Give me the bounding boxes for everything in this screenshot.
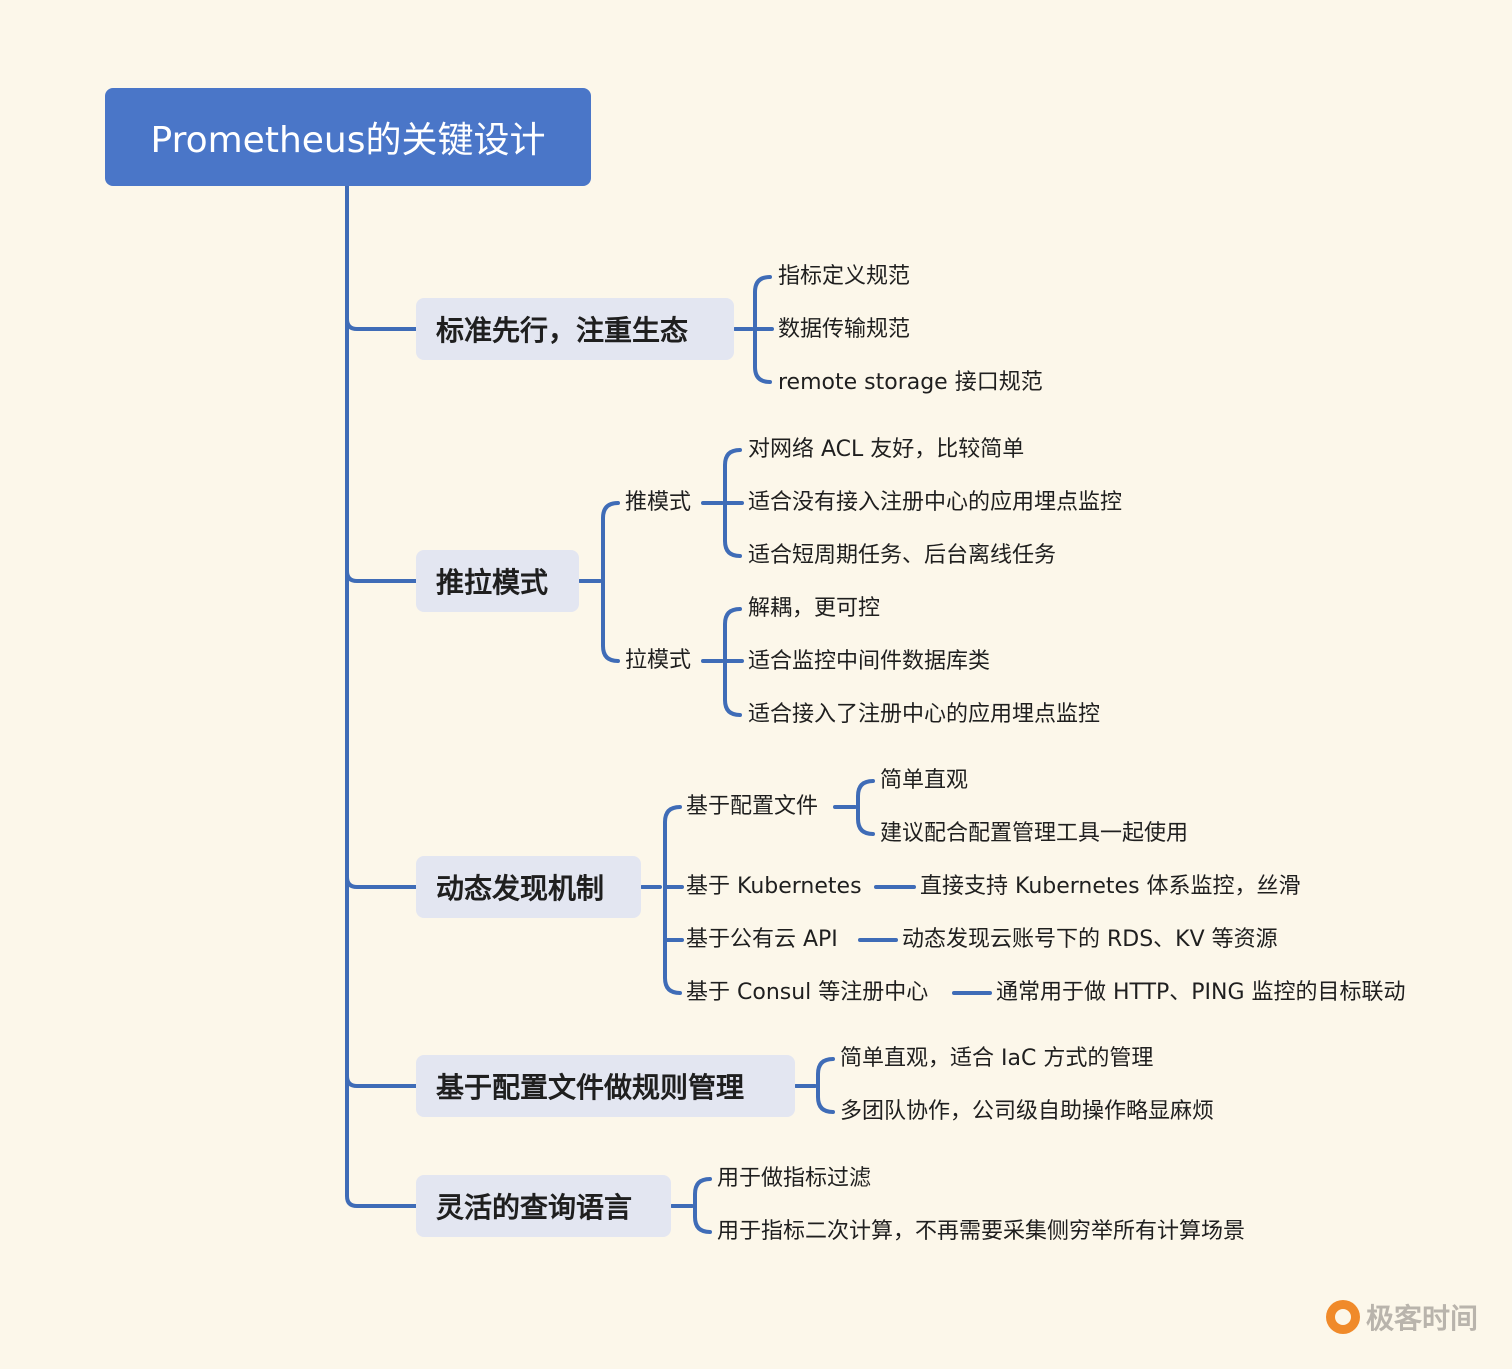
topic-label: 推拉模式 (436, 566, 549, 599)
leaf-query-filter: 用于做指标过滤 (717, 1166, 872, 1191)
topic-query-language: 灵活的查询语言 (416, 1175, 671, 1237)
leaf-push-acl-friendly: 对网络 ACL 友好，比较简单 (748, 437, 1025, 462)
leaf-pull-registry: 适合接入了注册中心的应用埋点监控 (748, 702, 1101, 727)
leaf-kubernetes-detail: 直接支持 Kubernetes 体系监控，丝滑 (920, 874, 1301, 899)
watermark: 极客时间 (1325, 1297, 1478, 1337)
topic-label: 灵活的查询语言 (436, 1191, 633, 1224)
leaf-pull-middleware: 适合监控中间件数据库类 (748, 649, 991, 674)
topic-standards-first: 标准先行，注重生态 (416, 298, 734, 360)
leaf-config-simple: 简单直观 (880, 768, 969, 793)
leaf-config-with-tools: 建议配合配置管理工具一起使用 (880, 821, 1189, 846)
leaf-push-no-registry: 适合没有接入注册中心的应用埋点监控 (748, 490, 1123, 515)
subtopic-kubernetes: 基于 Kubernetes (686, 874, 862, 899)
watermark-text: 极客时间 (1365, 1302, 1478, 1335)
leaf-rules-iac: 简单直观，适合 IaC 方式的管理 (840, 1046, 1154, 1071)
leaf-remote-storage-spec: remote storage 接口规范 (778, 370, 1043, 395)
topic-label: 标准先行，注重生态 (436, 314, 689, 347)
topic-service-discovery: 动态发现机制 (416, 856, 641, 918)
leaf-metric-definition-spec: 指标定义规范 (778, 264, 911, 289)
leaf-consul-detail: 通常用于做 HTTP、PING 监控的目标联动 (996, 980, 1406, 1005)
topic-push-pull: 推拉模式 (416, 550, 579, 612)
topic-label: 基于配置文件做规则管理 (436, 1071, 745, 1104)
leaf-rules-team-collab: 多团队协作，公司级自助操作略显麻烦 (840, 1099, 1215, 1124)
leaf-pull-decoupled: 解耦，更可控 (748, 596, 881, 621)
subtopic-pull-mode: 拉模式 (625, 648, 692, 673)
leaf-query-compute: 用于指标二次计算，不再需要采集侧穷举所有计算场景 (717, 1219, 1246, 1244)
subtopic-consul-registry: 基于 Consul 等注册中心 (686, 980, 929, 1005)
subtopic-public-cloud-api: 基于公有云 API (686, 927, 838, 952)
root-node: Prometheus的关键设计 (105, 88, 591, 186)
subtopic-config-file: 基于配置文件 (686, 794, 819, 819)
geektime-logo-icon (1325, 1300, 1360, 1334)
leaf-cloud-detail: 动态发现云账号下的 RDS、KV 等资源 (902, 927, 1278, 952)
subtopic-push-mode: 推模式 (625, 490, 692, 515)
topic-label: 动态发现机制 (436, 872, 605, 905)
root-title: Prometheus的关键设计 (150, 120, 546, 161)
leaf-data-transfer-spec: 数据传输规范 (778, 317, 911, 342)
leaf-push-short-jobs: 适合短周期任务、后台离线任务 (748, 543, 1057, 568)
topic-rule-management: 基于配置文件做规则管理 (416, 1055, 795, 1117)
